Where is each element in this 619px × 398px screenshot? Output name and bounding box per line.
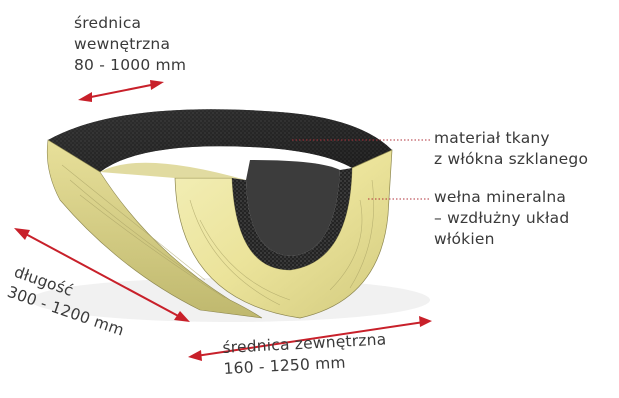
label-outer-diameter: średnica zewnętrzna 160 - 1250 mm bbox=[222, 329, 388, 380]
label-wool: wełna mineralna – wzdłużny układ włókien bbox=[434, 187, 569, 250]
label-inner-diameter-line2: wewnętrzna bbox=[74, 34, 186, 55]
wool-top-rim-left bbox=[100, 163, 246, 180]
label-fabric-line2: z włókna szklanego bbox=[434, 149, 588, 170]
label-fabric: materiał tkany z włókna szklanego bbox=[434, 128, 588, 170]
fabric-top-shade bbox=[48, 109, 392, 172]
label-wool-line1: wełna mineralna bbox=[434, 187, 569, 208]
arrow-inner-diameter bbox=[78, 80, 164, 102]
label-fabric-line1: materiał tkany bbox=[434, 128, 588, 149]
label-inner-diameter-line1: średnica bbox=[74, 13, 186, 34]
label-wool-line2: – wzdłużny układ bbox=[434, 208, 569, 229]
label-inner-diameter-line3: 80 - 1000 mm bbox=[74, 55, 186, 76]
label-wool-line3: włókien bbox=[434, 229, 569, 250]
label-inner-diameter: średnica wewnętrzna 80 - 1000 mm bbox=[74, 13, 186, 76]
